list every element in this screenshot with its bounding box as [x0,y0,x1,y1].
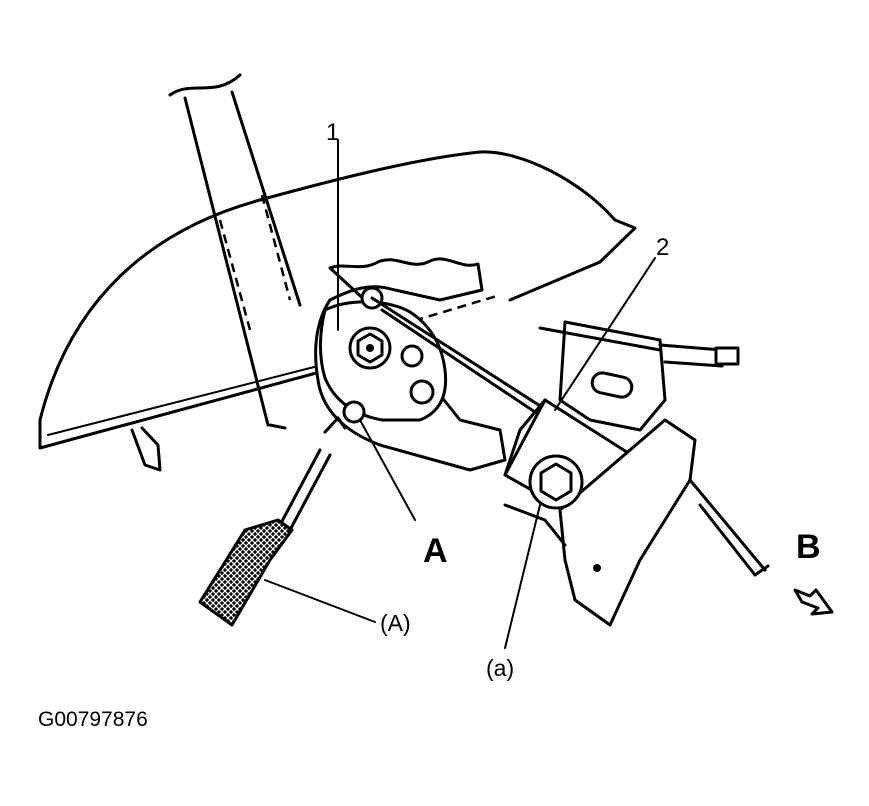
cable-bracket [538,320,740,432]
leader-2 [554,257,656,411]
leader-nut [504,504,541,649]
leader-lines [264,139,656,649]
figure-id: G00797876 [38,708,148,731]
service-hole [342,400,366,424]
label-tool-a: (A) [380,610,411,636]
label-part-1: 1 [326,119,339,146]
label-view-a: A [423,532,448,570]
service-tool [198,416,347,627]
brake-lever [314,257,507,472]
leader-tool [264,579,376,623]
cover-foot-bracket [130,423,287,472]
label-view-b: B [796,528,821,566]
adjuster-nut [539,462,573,502]
label-nut-a: (a) [486,655,514,681]
label-part-2: 2 [656,234,669,261]
leader-a-view [359,419,416,521]
direction-arrow-b [793,588,834,616]
vertical-post [168,73,302,427]
adjuster-assembly [503,398,770,627]
console-cover [38,150,637,450]
